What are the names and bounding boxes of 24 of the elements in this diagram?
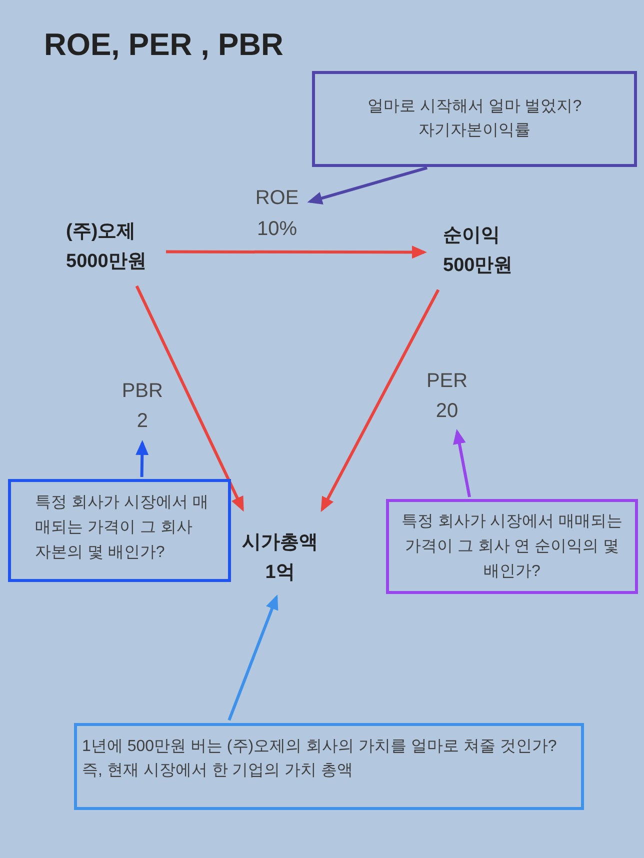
arrow (453, 428, 471, 498)
arrow (320, 289, 440, 512)
arrow (228, 594, 278, 721)
note-text: 1년에 500만원 버는 (주)오제의 회사의 가치를 얼마로 쳐줄 것인가? (82, 737, 558, 757)
note-box (386, 499, 638, 594)
note-text: 자기자본이익률 (418, 121, 531, 141)
metric-label: PBR 2 (120, 376, 164, 436)
arrow (136, 440, 149, 478)
arrow (135, 285, 244, 512)
note-text: 즉, 현재 시장에서 한 기업의 가치 총액 (82, 761, 354, 781)
note-box (8, 479, 231, 582)
note-box (312, 71, 637, 167)
note-text: 특정 회사가 시장에서 매매되는 가격이 그 회사 자본의 몇 배인가? (35, 493, 210, 563)
metric-label: ROE 10% (254, 183, 300, 245)
note-box (74, 723, 584, 810)
title: ROE, PER , PBR (44, 27, 284, 63)
arrow (166, 246, 427, 259)
note-text: 특정 회사가 시장에서 매매되는 가격이 그 회사 연 순이익의 몇 배인가? (400, 512, 624, 582)
note-text: 얼마로 시작해서 얼마 벌었지? (366, 97, 582, 117)
amount-label: 순이익 500만원 (443, 221, 514, 281)
metric-label: PER 20 (426, 366, 468, 426)
amount-label: (주)오제 5000만원 (66, 217, 148, 277)
arrow (307, 166, 428, 205)
amount-label: 시가총액 1억 (242, 528, 318, 588)
